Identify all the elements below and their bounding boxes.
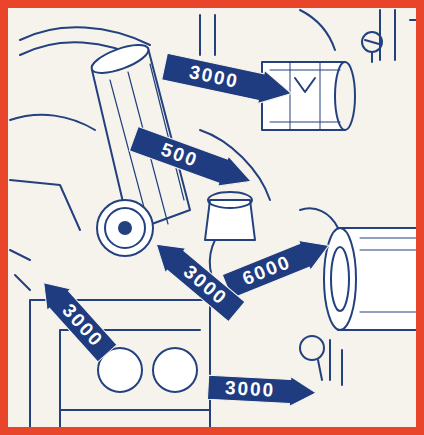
- callout-number: 6000: [221, 240, 313, 302]
- arrow-outline: [207, 372, 316, 408]
- distributor-cap: [324, 228, 356, 330]
- arrow-outline: [128, 124, 256, 197]
- shading: [360, 238, 424, 312]
- callout-arrow: 6000: [221, 231, 335, 302]
- port: [153, 348, 197, 392]
- pipe: [300, 10, 335, 50]
- bolt: [10, 250, 30, 290]
- lead: [300, 208, 338, 228]
- carburettor: [208, 192, 252, 208]
- hose: [10, 115, 95, 130]
- callout-arrow: 3000: [31, 272, 118, 364]
- filter-cap: [88, 39, 151, 78]
- carburettor: [205, 200, 255, 240]
- pipe: [318, 340, 342, 385]
- bracket: [200, 15, 215, 55]
- arrow-outline: [221, 231, 335, 302]
- arrow-outline: [145, 232, 246, 324]
- pulley: [105, 208, 145, 248]
- dynamo-end: [335, 62, 355, 130]
- knob: [365, 40, 379, 62]
- terminal: [295, 78, 315, 92]
- callout-arrow: 3000: [161, 50, 295, 110]
- arrow-outline: [31, 272, 118, 364]
- engine-block: [30, 300, 210, 435]
- callout-arrow: 3000: [207, 372, 316, 408]
- frame-border: [4, 4, 420, 431]
- hose: [10, 180, 80, 230]
- pulley-hub: [119, 222, 131, 234]
- callout-arrow: 500: [128, 124, 256, 197]
- engine-block: [60, 409, 210, 411]
- pulley: [97, 200, 153, 256]
- fitting: [300, 336, 324, 360]
- callout-number: 3000: [161, 50, 267, 104]
- arrow-outline: [161, 50, 295, 110]
- distributor-cap: [331, 247, 349, 311]
- callout-number: 3000: [45, 288, 118, 364]
- callout-number: 500: [128, 124, 231, 187]
- callout-number: 3000: [207, 372, 293, 406]
